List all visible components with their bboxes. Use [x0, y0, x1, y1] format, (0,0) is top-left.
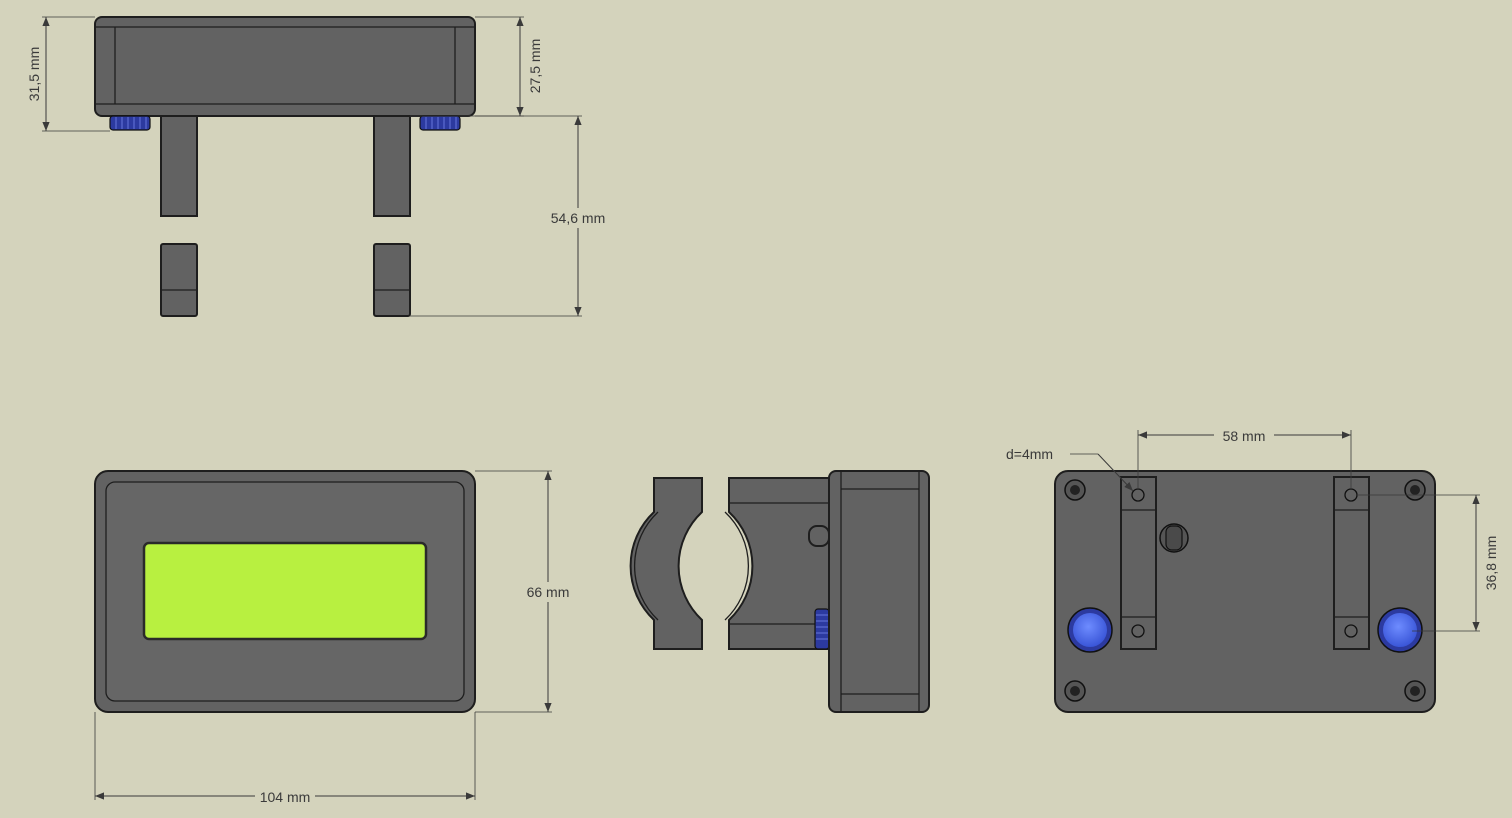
- case-side-body: [828, 470, 930, 713]
- dim-top-total-height: 31,5 mm: [26, 47, 42, 101]
- screw-hole-bottom-left: [1064, 680, 1086, 702]
- clamp-leg-upper-right: [373, 115, 411, 217]
- front-view: 66 mm 104 mm: [94, 470, 578, 807]
- strap-right: [1333, 476, 1370, 650]
- screw-hole-top-left: [1064, 479, 1086, 501]
- screw-hole-top-right: [1404, 479, 1426, 501]
- knob-side-left: [109, 115, 151, 131]
- dim-front-height: 66 mm: [527, 584, 570, 600]
- dim-hole-diameter: d=4mm: [1006, 446, 1053, 462]
- top-view: 31,5 mm 27,5 mm 54,6 mm: [26, 16, 612, 317]
- dim-clamp-height: 54,6 mm: [551, 210, 605, 226]
- case-top-body: [94, 16, 476, 117]
- back-view: 58 mm d=4mm 36,8 mm: [1006, 426, 1500, 713]
- side-view: [629, 470, 930, 713]
- clamp-leg-lower-left: [160, 243, 198, 317]
- dim-hole-spacing: 58 mm: [1223, 428, 1266, 444]
- screw-hole-bottom-right: [1404, 680, 1426, 702]
- strap-left: [1120, 476, 1157, 650]
- dim-front-width: 104 mm: [260, 789, 311, 805]
- clamp-slot: [808, 525, 830, 547]
- clamp-half-left: [629, 477, 703, 650]
- clamp-leg-upper-left: [160, 115, 198, 217]
- lcd-screen: [142, 541, 428, 641]
- clamp-half-right: [728, 477, 830, 650]
- connector: [1159, 523, 1189, 553]
- knob-back-right: [1377, 607, 1423, 653]
- case-back-body: [1054, 470, 1436, 713]
- knob-side-right: [419, 115, 461, 131]
- knob-back-left: [1067, 607, 1113, 653]
- dim-top-case-height: 27,5 mm: [527, 39, 543, 93]
- dim-knob-spacing: 36,8 mm: [1483, 536, 1499, 590]
- clamp-leg-lower-right: [373, 243, 411, 317]
